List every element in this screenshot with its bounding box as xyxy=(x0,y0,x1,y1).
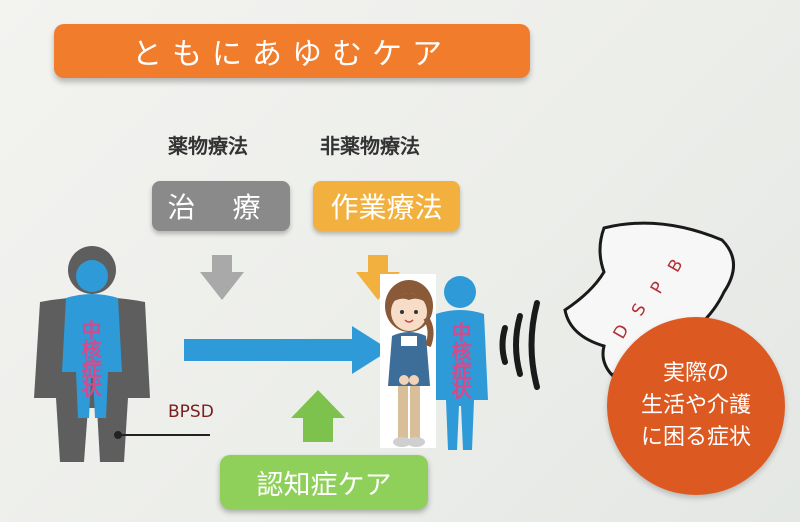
left-core-symptom-label: 中核症状 xyxy=(78,320,102,396)
title-banner: ともにあゆむケア xyxy=(54,24,530,78)
circle-line-1: 実際の xyxy=(662,361,729,387)
blue-right-arrow xyxy=(184,326,390,374)
right-figure-core xyxy=(432,276,488,450)
orange-down-arrow xyxy=(356,255,400,300)
gray-down-arrow xyxy=(200,255,244,300)
green-up-arrow xyxy=(291,390,345,442)
sound-waves xyxy=(499,300,540,390)
bpsd-label: BPSD xyxy=(168,402,214,422)
real-life-symptoms-circle: 実際の 生活や介護 に困る症状 xyxy=(607,317,785,495)
left-figure-core xyxy=(62,260,122,418)
dementia-care-box: 認知症ケア xyxy=(220,455,428,509)
circle-line-2: 生活や介護 xyxy=(640,393,751,419)
right-core-symptom-label: 中核症状 xyxy=(448,322,472,398)
nurse-illustration xyxy=(380,274,436,448)
treatment-box: 治 療 xyxy=(152,181,290,231)
non-drug-therapy-heading: 非薬物療法 xyxy=(320,134,420,158)
circle-line-3: に困る症状 xyxy=(640,424,751,450)
drug-therapy-heading: 薬物療法 xyxy=(168,134,248,158)
occupational-therapy-box: 作業療法 xyxy=(313,181,460,231)
